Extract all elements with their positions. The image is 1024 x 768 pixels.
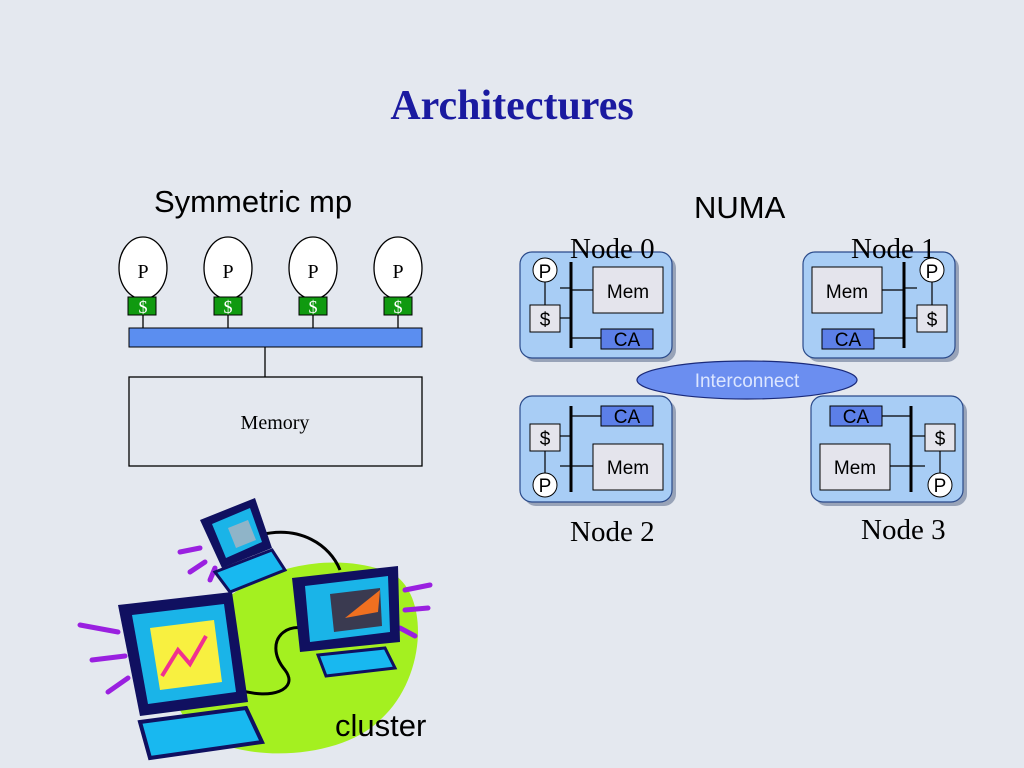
smp-title: Symmetric mp — [154, 184, 353, 219]
numa-node-2-mem: Mem — [607, 458, 649, 479]
numa-node-1: P $ Mem CA — [802, 251, 959, 362]
smp-memory-label: Memory — [241, 412, 310, 434]
smp-memory-box — [128, 376, 423, 467]
smp-processor-label: P — [137, 261, 148, 283]
numa-title: NUMA — [694, 190, 786, 225]
numa-node-0-mem: Mem — [607, 282, 649, 303]
numa-node-1-label: Node 1 — [851, 233, 936, 265]
numa-node-2-cache: $ — [540, 429, 551, 450]
networked-computers-icon — [77, 498, 433, 761]
numa-interconnect: Interconnect — [636, 360, 858, 400]
smp-processor-label: P — [307, 261, 318, 283]
numa-node-3-cache: $ — [935, 429, 946, 450]
smp-processor-label: P — [222, 261, 233, 283]
numa-node-2-label: Node 2 — [570, 516, 655, 548]
numa-node-3-mem: Mem — [834, 458, 876, 479]
slide-title: Architectures — [390, 83, 634, 129]
numa-node-3: $ P CA Mem — [810, 395, 967, 506]
numa-node-1-mem: Mem — [826, 282, 868, 303]
numa-node-2-processor: P — [539, 476, 552, 497]
smp-processor-4: P $ — [373, 236, 423, 330]
smp-cache-label: $ — [224, 297, 233, 317]
numa-node-2: $ P CA Mem — [519, 395, 676, 506]
cluster-label: cluster — [335, 708, 427, 743]
numa-node-0-cache: $ — [540, 310, 551, 331]
numa-node-3-ca: CA — [843, 407, 870, 428]
smp-cache-label: $ — [309, 297, 318, 317]
numa-node-0-processor: P — [539, 262, 552, 283]
numa-node-0-label: Node 0 — [570, 233, 655, 265]
smp-processor-2: P $ — [203, 236, 253, 330]
numa-node-0-ca: CA — [614, 330, 641, 351]
numa-node-1-ca: CA — [835, 330, 862, 351]
numa-node-3-processor: P — [934, 476, 947, 497]
smp-processor-3: P $ — [288, 236, 338, 330]
smp-cache-label: $ — [139, 297, 148, 317]
smp-processor-group: P $ P $ P $ P $ — [118, 236, 423, 330]
interconnect-label: Interconnect — [695, 371, 800, 392]
numa-node-0: P $ Mem CA — [519, 251, 676, 362]
numa-node-2-ca: CA — [614, 407, 641, 428]
smp-processor-label: P — [392, 261, 403, 283]
smp-bus — [128, 327, 423, 348]
numa-node-1-cache: $ — [927, 310, 938, 331]
numa-node-1-processor: P — [926, 262, 939, 283]
numa-node-3-label: Node 3 — [861, 514, 946, 546]
smp-cache-label: $ — [394, 297, 403, 317]
smp-processor-1: P $ — [118, 236, 168, 330]
